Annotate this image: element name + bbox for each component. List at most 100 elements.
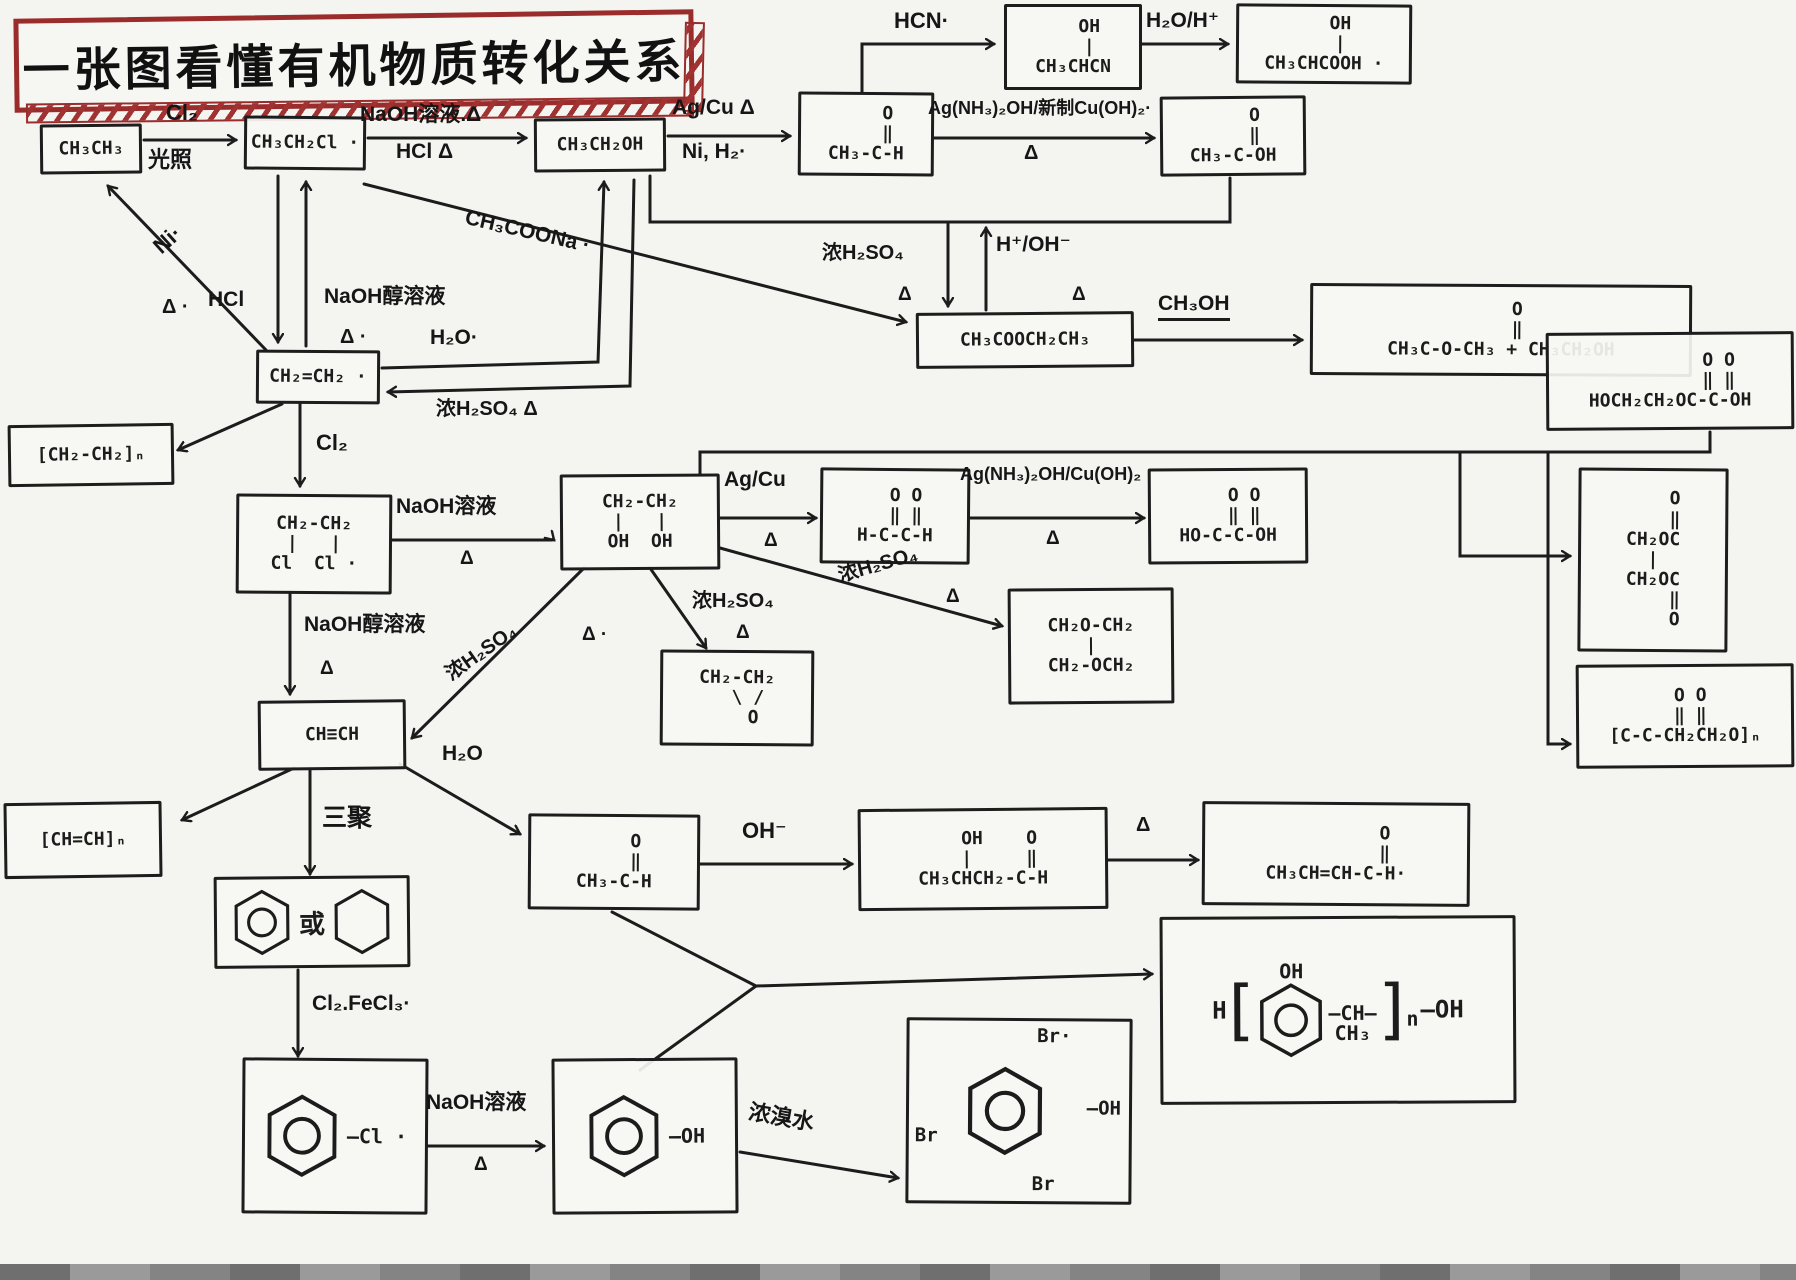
arrow-ethylene-ethanol-h2o: [380, 182, 604, 370]
formula-line: CH₃-C-H: [575, 870, 652, 893]
formula-line: CH₃CH₂OH: [556, 133, 644, 156]
arrow-chloroethane-ester-ch3coona: [362, 182, 906, 322]
formula-line: O: [1281, 822, 1391, 845]
benzene-ring-circle-icon: [967, 1066, 1043, 1156]
formula-line: ‖ ‖: [1663, 704, 1707, 727]
resin-oh-end: —OH: [1420, 995, 1464, 1024]
formula-line: ‖: [1625, 589, 1680, 611]
formula-line: O: [715, 706, 759, 729]
arrow-glycol-dioxane: [718, 546, 1002, 626]
formula-line: O O: [1604, 349, 1735, 372]
node-polyacetylene: [CH=CH]ₙ: [3, 800, 163, 880]
benzene-ring-circle-icon: [589, 1094, 659, 1178]
node-hydroxy-acid: OH |CH₃CHCOOH ·: [1235, 3, 1413, 85]
label-delta-2: Δ ·: [162, 296, 189, 318]
formula-line: O O: [1663, 684, 1707, 706]
node-ethylene: CH₂=CH₂ ·: [255, 349, 381, 405]
formula-line: CH₃-C-H: [827, 142, 904, 165]
formula-line: CH₂-CH₂: [276, 512, 353, 535]
formula-line: OH OH: [607, 530, 673, 553]
node-ethanol: CH₃CH₂OH: [533, 117, 667, 173]
node-hydroxy-ester: O O ‖ ‖HOCH₂CH₂OC-C-OH: [1545, 331, 1795, 431]
formula-line: O: [838, 102, 894, 124]
label-hplus-ohminus: H⁺/OH⁻: [996, 233, 1071, 256]
formula-line: O O: [1195, 484, 1261, 506]
formula-line: ‖ ‖: [1604, 369, 1736, 392]
node-phenol: —OH: [551, 1057, 739, 1215]
label-conc-h2so4-vertical: 浓H₂SO₄: [822, 242, 904, 264]
arrow-acetaldehyde-hcn: [860, 44, 994, 94]
label-naoh-alcohol-2: NaOH醇溶液: [304, 613, 426, 636]
formula-line: | |: [286, 532, 342, 555]
label-naoh-solution-3: NaOH溶液: [426, 1091, 527, 1114]
node-ester: CH₃COOCH₂CH₃: [915, 311, 1135, 369]
label-delta-11: Δ: [736, 622, 750, 643]
formula-line: ‖: [1626, 508, 1681, 530]
node-chlorobenzene: —Cl ·: [241, 1057, 429, 1215]
node-chloroethane: CH₃CH₂Cl ·: [243, 115, 367, 171]
label-delta-10: Δ ·: [582, 624, 608, 645]
arrow-phenol-tribromo: [738, 1150, 898, 1178]
formula-line: CH≡CH: [304, 723, 360, 746]
formula-line: | |: [612, 510, 668, 533]
resin-oh-top: OH: [1279, 959, 1304, 984]
tribromo-br-bottom: Br: [1031, 1173, 1055, 1196]
formula-line: Cl Cl ·: [270, 552, 358, 575]
formula-line: CH₃-C-OH: [1189, 144, 1277, 167]
formula-line: ‖: [838, 122, 894, 145]
resin-bracket-left: [: [1228, 971, 1255, 1049]
arrow-ethanol-ethylene-h2so4: [388, 178, 636, 392]
formula-line: CH₃CHCN: [1035, 56, 1111, 78]
formula-line: O: [1626, 488, 1681, 510]
label-cl2-b: Cl₂: [316, 430, 348, 455]
node-crotonaldehyde: O ‖CH₃CH=CH-C-H·: [1201, 801, 1471, 907]
node-acetaldehyde: O ‖CH₃-C-H: [797, 91, 935, 177]
formula-line: |: [1302, 32, 1346, 55]
label-agcu-delta: Ag/Cu Δ: [672, 96, 755, 119]
node-dioxane: CH₂O-CH₂|CH₂-OCH₂: [1007, 587, 1175, 705]
resin-bracket-right: ]: [1378, 970, 1405, 1049]
node-acetic-acid: O ‖CH₃-C-OH: [1159, 95, 1307, 177]
node-polyester: O O ‖ ‖[C-C-CH₂CH₂O]ₙ: [1575, 663, 1795, 769]
benzene-ring-circle-icon: [234, 889, 290, 956]
formula-line: ‖: [1205, 124, 1261, 147]
label-cl2-fecl3: Cl₂.FeCl₃·: [312, 992, 411, 1015]
node-ethylene-oxide: CH₂-CH₂ \ / O: [659, 649, 815, 747]
label-agcu-2: Ag/Cu: [724, 468, 786, 491]
formula-line: CH₂=CH₂ ·: [269, 365, 367, 388]
formula-line: CH₂-CH₂: [699, 666, 776, 689]
bus-esterification: [648, 174, 1232, 224]
formula-line: CH₃CH=CH-C-H·: [1265, 862, 1407, 885]
label-hcl-2: HCl: [208, 288, 245, 311]
resin-n-subscript: n: [1406, 1006, 1419, 1031]
node-phenolic-resin: H [ OH —CH— CH₃ ] n —OH: [1159, 915, 1517, 1105]
label-conc-h2so4-epoxide: 浓H₂SO₄: [692, 590, 774, 612]
label-ni-h2: Ni, H₂·: [682, 140, 747, 163]
label-tollens-2: Ag(NH₃)₂OH/Cu(OH)₂: [960, 464, 1142, 484]
formula-line: O O: [867, 484, 923, 507]
arrow-glycol-acetylene-h2so4: [412, 566, 586, 738]
label-h2o-2: H₂O: [442, 742, 483, 765]
node-tribromophenol: Br· Br —OH Br: [905, 1017, 1133, 1205]
formula-line: \ /: [709, 686, 765, 709]
formula-line: |: [1085, 634, 1097, 656]
formula-line: OH: [1296, 12, 1352, 34]
label-naoh-solution-delta: NaOH溶液.Δ: [360, 103, 482, 126]
label-hcn: HCN·: [894, 8, 949, 33]
formula-line: CH₃CH₂Cl ·: [250, 131, 360, 154]
node-polyethyl​ene: [CH₂-CH₂]ₙ: [7, 422, 175, 488]
label-h2o-hplus: H₂O/H⁺: [1146, 9, 1219, 32]
label-naoh-alcohol-1: NaOH醇溶液: [324, 285, 446, 308]
arrow-yjoin-resin: [754, 974, 1152, 988]
resin-h: H: [1212, 996, 1227, 1025]
formula-line: O: [1625, 609, 1680, 631]
formula-line: [C-C-CH₂CH₂O]ₙ: [1609, 724, 1762, 747]
formula-line: CH₃CH₃: [58, 137, 124, 160]
formula-line: ‖: [1281, 842, 1391, 865]
tribromo-br-left: Br: [914, 1124, 938, 1147]
formula-line: OH O: [928, 827, 1038, 850]
arrow-dichloro-glycol: [390, 540, 554, 541]
formula-line: CH₂-CH₂: [601, 490, 678, 513]
